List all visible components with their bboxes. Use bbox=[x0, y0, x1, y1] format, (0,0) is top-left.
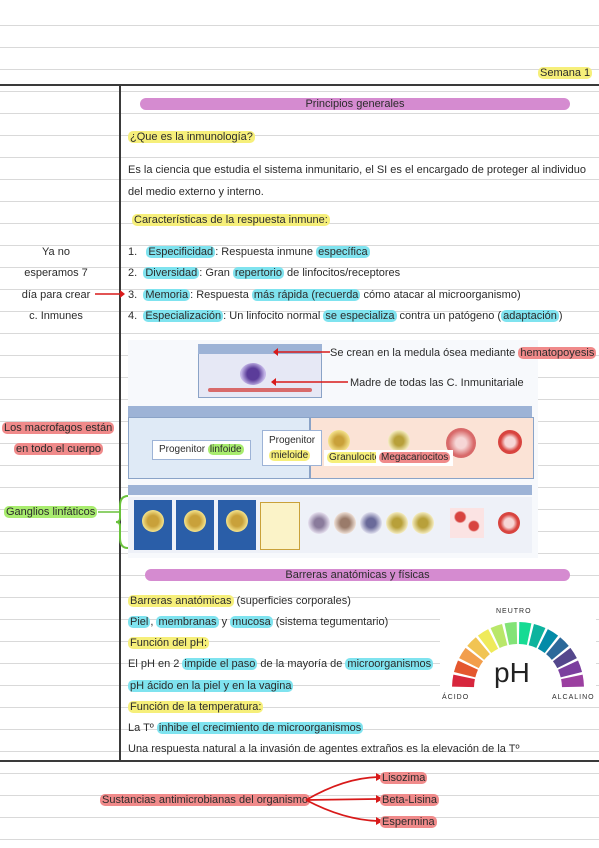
macrofagos-note-1: Los macrofagos están bbox=[2, 422, 115, 434]
medula-band-header bbox=[128, 406, 532, 417]
basophil bbox=[360, 512, 382, 534]
antimicrobial-item: Beta-Lisina bbox=[380, 794, 440, 806]
granulocitos-label: Granulocitos bbox=[324, 450, 391, 466]
hematopoiesis-diagram: Progenitor linfoide Progenitor mieloide … bbox=[128, 340, 538, 558]
antimicrobial-item: Lisozima bbox=[380, 772, 428, 784]
intro-line1: Es la ciencia que estudia el sistema inm… bbox=[128, 164, 586, 176]
side-note-line-3: día para crear bbox=[21, 289, 91, 301]
ph-gauge-segment bbox=[528, 623, 546, 648]
top-rule bbox=[0, 84, 599, 86]
erythroblast bbox=[498, 430, 522, 454]
macrofagos-note-2: en todo el cuerpo bbox=[14, 443, 104, 455]
ph-gauge-segment bbox=[561, 674, 584, 688]
arrow-icon bbox=[273, 348, 330, 356]
antimicrobianas-label: Sustancias antimicrobianas del organismo bbox=[100, 794, 311, 806]
barreras-line-1: Barreras anatómicas (superficies corpora… bbox=[128, 595, 351, 607]
granulocyte-precursor bbox=[328, 430, 350, 452]
section-bar-barreras bbox=[145, 569, 570, 581]
sangre-band bbox=[128, 485, 532, 495]
stem-cell bbox=[240, 363, 266, 385]
lymphocyte-t bbox=[184, 510, 206, 532]
list-item-2: 2. Diversidad: Gran repertorio de linfoc… bbox=[128, 267, 401, 279]
list-item-1: 1. Especificidad: Respuesta inmune espec… bbox=[128, 246, 370, 258]
intro-question: ¿Que es la inmunología? bbox=[128, 131, 255, 143]
ph-gauge-segment bbox=[546, 637, 569, 660]
neutrophil bbox=[308, 512, 330, 534]
arrow-icon bbox=[95, 290, 125, 298]
list-item-4: 4. Especialización: Un linfocito normal … bbox=[128, 310, 563, 322]
ganglios-note: Ganglios linfáticos bbox=[4, 506, 98, 518]
medula-header bbox=[198, 344, 322, 354]
ph-title: Función del pH: bbox=[128, 637, 210, 649]
section-title-principios: Principios generales bbox=[305, 98, 405, 110]
ph-gauge-segment bbox=[518, 622, 532, 645]
side-note-line-2: esperamos 7 bbox=[24, 267, 88, 279]
dendritic-cell bbox=[260, 502, 300, 550]
section-bar-principios bbox=[140, 98, 570, 110]
ph-gauge-segment bbox=[452, 674, 475, 688]
ph-gauge-segment bbox=[453, 660, 478, 678]
ph-line-1: El pH en 2 impide el paso de la mayoría … bbox=[128, 658, 434, 670]
antimicrobial-item: Espermina bbox=[380, 816, 437, 828]
margin-line bbox=[119, 84, 121, 760]
list-item-3: 3. Memoria: Respuesta más rápida (recuer… bbox=[128, 289, 521, 301]
bottom-rule bbox=[0, 760, 599, 762]
erythrocyte bbox=[498, 512, 520, 534]
megacariocitos-label: Megacariocitos bbox=[376, 450, 454, 466]
temp-title: Función de la temperatura: bbox=[128, 701, 264, 713]
bracket-icon bbox=[98, 495, 129, 549]
ph-gauge-segment bbox=[558, 660, 583, 678]
arrow-icon bbox=[271, 378, 348, 386]
ph-gauge-segment bbox=[504, 622, 518, 645]
ph-gauge-graphic bbox=[452, 622, 584, 688]
ph-symbol: pH bbox=[494, 657, 530, 688]
barreras-line-2: Piel, membranas y mucosa (sistema tegume… bbox=[128, 616, 389, 628]
side-note-line-4: c. Inmunes bbox=[29, 310, 83, 322]
intro-line2: del medio externo y interno. bbox=[128, 186, 264, 198]
monocyte bbox=[386, 512, 408, 534]
ph-gauge-segment bbox=[490, 623, 508, 648]
temp-line-1: La Tº inhibe el crecimiento de microorga… bbox=[128, 722, 364, 734]
caracteristicas-title: Características de la respuesta inmune: bbox=[132, 214, 330, 226]
section-title-barreras: Barreras anatómicas y físicas bbox=[285, 569, 430, 581]
week-label: Semana 1 bbox=[538, 67, 593, 79]
stem-label-bar bbox=[208, 388, 312, 392]
ph-gauge-segment bbox=[467, 637, 490, 660]
progenitor-linfoide-label: Progenitor linfoide bbox=[152, 440, 251, 460]
eosinophil bbox=[334, 512, 356, 534]
note-madre: Madre de todas las C. Inmunitariale bbox=[350, 377, 524, 389]
side-note-line-1: Ya no bbox=[42, 246, 70, 258]
ph-gauge-segment bbox=[459, 647, 484, 669]
ph-gauge-segment bbox=[537, 629, 559, 654]
ph-neutro-label: NEUTRO bbox=[496, 608, 532, 615]
ph-gauge: NEUTRO ÁCIDO ALCALINO pH bbox=[440, 606, 596, 706]
progenitor-mieloide-label: Progenitor mieloide bbox=[262, 430, 323, 466]
ph-line-2: pH ácido en la piel y en la vagina bbox=[128, 680, 294, 692]
lymphocyte-b bbox=[142, 510, 164, 532]
macrophage bbox=[412, 512, 434, 534]
megakaryocyte bbox=[388, 430, 410, 452]
ph-gauge-segment bbox=[477, 629, 499, 654]
ph-acido-label: ÁCIDO bbox=[442, 694, 470, 701]
note-medula: Se crean en la medula ósea mediante hema… bbox=[330, 347, 597, 359]
platelets bbox=[450, 508, 484, 538]
temp-line-2: Una respuesta natural a la invasión de a… bbox=[128, 743, 520, 755]
lymphocyte-nk bbox=[226, 510, 248, 532]
ph-gauge-segment bbox=[552, 647, 577, 669]
ph-alcalino-label: ALCALINO bbox=[552, 694, 595, 701]
branch-arrows-icon bbox=[305, 773, 383, 825]
